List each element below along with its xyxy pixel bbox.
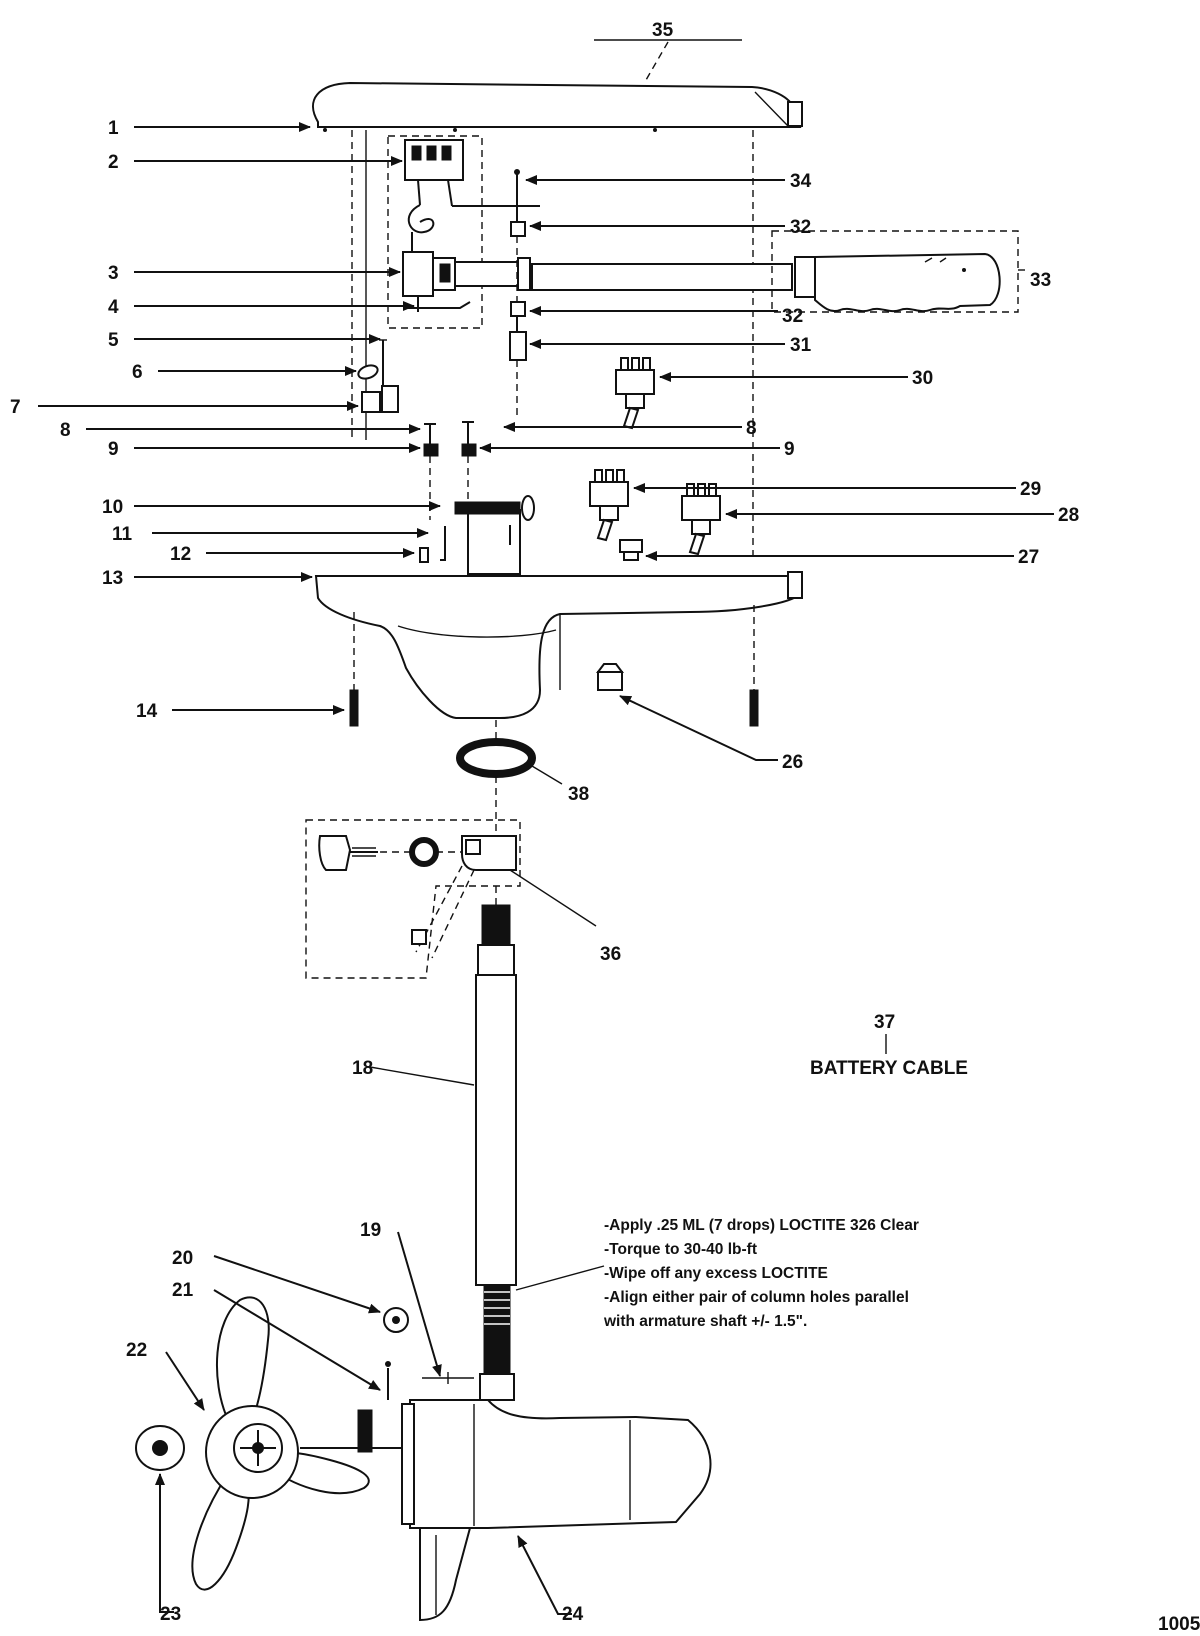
collar-assembly-outline — [305, 819, 521, 979]
callout-19: 19 — [360, 1220, 381, 1241]
callout-9-left: 9 — [108, 439, 119, 460]
screws-14 — [349, 689, 759, 727]
plug-26 — [596, 663, 624, 691]
callout-36-leader — [509, 869, 597, 927]
callout-3: 3 — [108, 263, 119, 284]
top-cover — [312, 81, 803, 132]
diagram-code: 1005 — [1158, 1614, 1200, 1635]
callout-20: 20 — [172, 1248, 193, 1269]
callout-29: 29 — [1020, 479, 1041, 500]
note-line-1: -Apply .25 ML (7 drops) LOCTITE 326 Clea… — [604, 1217, 919, 1234]
lower-housing — [314, 571, 803, 719]
arrow-19 — [397, 1231, 442, 1377]
motor-housing — [300, 1373, 712, 1622]
collar-assembly — [318, 835, 517, 959]
note-leader — [515, 1265, 605, 1291]
callout-1: 1 — [108, 118, 119, 139]
arrow-20 — [213, 1255, 381, 1314]
note-line-5: with armature shaft +/- 1.5". — [603, 1313, 807, 1330]
callout-24: 24 — [562, 1604, 584, 1625]
arrow-23 — [155, 1473, 174, 1613]
callout-5: 5 — [108, 330, 119, 351]
propeller — [191, 1296, 370, 1591]
shaft-column — [475, 904, 517, 1381]
switch-30 — [615, 357, 655, 430]
callout-22: 22 — [126, 1340, 147, 1361]
callout-6: 6 — [132, 362, 143, 383]
callout-34: 34 — [790, 171, 812, 192]
callout-18-leader — [369, 1066, 475, 1086]
o-ring — [456, 738, 536, 778]
battery-cable-label: BATTERY CABLE — [810, 1058, 968, 1079]
pin-21 — [385, 1361, 391, 1400]
callout-37: 37 — [874, 1012, 895, 1033]
callout-38-leader — [531, 765, 563, 785]
switch-28 — [681, 483, 721, 556]
callout-38: 38 — [568, 784, 589, 805]
callout-8-right: 8 — [746, 418, 757, 439]
callout-10: 10 — [102, 497, 123, 518]
callout-31: 31 — [790, 335, 812, 356]
assembly-notes: -Apply .25 ML (7 drops) LOCTITE 326 Clea… — [603, 1217, 919, 1330]
callout-23: 23 — [160, 1604, 181, 1625]
switch-29 — [589, 469, 629, 542]
callout-12: 12 — [170, 544, 191, 565]
callout-35-leader — [645, 41, 669, 81]
switch-plate — [402, 232, 471, 312]
note-line-2: -Torque to 30-40 lb-ft — [604, 1241, 757, 1258]
callout-36: 36 — [600, 944, 621, 965]
arrow-21 — [213, 1289, 381, 1391]
callout-32-top: 32 — [790, 217, 811, 238]
callout-30: 30 — [912, 368, 933, 389]
callout-13: 13 — [102, 568, 123, 589]
callout-14: 14 — [136, 701, 158, 722]
prop-nut-23 — [135, 1425, 185, 1471]
note-line-3: -Wipe off any excess LOCTITE — [604, 1265, 828, 1282]
callout-11: 11 — [112, 524, 133, 545]
callout-27: 27 — [1018, 547, 1039, 568]
arrow-22 — [165, 1351, 205, 1411]
terminal-block — [404, 139, 540, 234]
callout-4: 4 — [108, 297, 119, 318]
tiller-handle — [454, 252, 1001, 313]
handle-outline — [771, 230, 1019, 313]
plug-27 — [619, 539, 643, 561]
note-line-4: -Align either pair of column holes paral… — [604, 1289, 909, 1306]
callout-8-left: 8 — [60, 420, 71, 441]
arrow-26 — [619, 695, 778, 761]
callout-2: 2 — [108, 152, 119, 173]
throttle-shaft-parts — [509, 169, 527, 420]
callout-21: 21 — [172, 1280, 194, 1301]
callout-9-right: 9 — [784, 439, 795, 460]
steering-block — [419, 495, 535, 575]
callout-26: 26 — [782, 752, 803, 773]
callout-18: 18 — [352, 1058, 373, 1079]
callout-35: 35 — [652, 20, 674, 41]
callout-7: 7 — [10, 397, 21, 418]
arrow-24 — [517, 1535, 572, 1615]
callout-33: 33 — [1030, 270, 1051, 291]
callout-32-bottom: 32 — [782, 306, 803, 327]
callout-28: 28 — [1058, 505, 1079, 526]
